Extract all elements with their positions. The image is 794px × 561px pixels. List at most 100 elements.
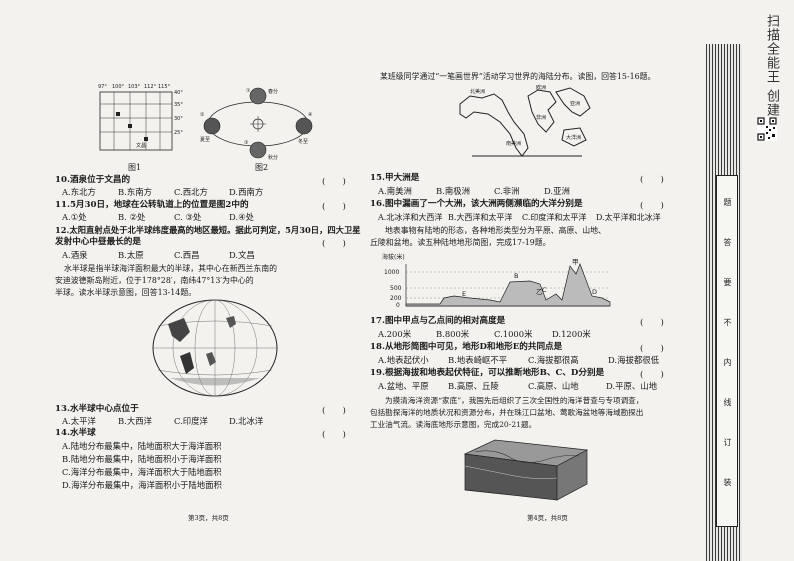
q11-option-a[interactable]: A.①处 xyxy=(62,212,87,222)
q17-option-d[interactable]: D.1200米 xyxy=(552,329,591,339)
intro-15: 某班级同学通过“一笔画世界”活动学习世界的海陆分布。读图，回答15-16题。 xyxy=(380,72,656,81)
q18-option-b[interactable]: B.地表崎岖不平 xyxy=(448,355,508,365)
q16-option-a[interactable]: A.北冰洋和大西洋 xyxy=(378,213,443,222)
q12-stem-line1: 12.太阳直射点处于北半球纬度最高的地区最短。据此可判定，5月30日，四大卫星 xyxy=(55,225,361,235)
q18-option-c[interactable]: C.海拔都很高 xyxy=(528,355,579,365)
q19-option-b[interactable]: B.高原、丘陵 xyxy=(448,381,499,391)
q15-option-d[interactable]: D.亚洲 xyxy=(544,186,570,196)
fig1-lon-0: 97° xyxy=(98,84,107,90)
q16-stem: 16.图中漏画了一个大洲，该大洲两侧濒临的大洋分别是 xyxy=(370,199,583,209)
q17-answer-paren[interactable]: ( ) xyxy=(640,318,664,328)
q15-option-a[interactable]: A.南美洲 xyxy=(378,186,412,196)
q12-option-b[interactable]: B.太原 xyxy=(118,250,144,260)
q17-option-a[interactable]: A.200米 xyxy=(378,329,412,339)
fig3-label-na: 北美洲 xyxy=(470,89,486,95)
q13-option-d[interactable]: D.北冰洋 xyxy=(229,416,264,426)
q10-option-b[interactable]: B.东南方 xyxy=(118,187,152,197)
q14-stem: 14.水半球 xyxy=(55,428,96,438)
figure-1-map xyxy=(99,91,173,151)
profile-label-yi: 乙 xyxy=(536,288,543,296)
fig1-place: 文昌 xyxy=(136,143,147,149)
q15-answer-paren[interactable]: ( ) xyxy=(640,175,664,185)
q15-option-b[interactable]: B.南极洲 xyxy=(436,186,470,196)
side-label-4: 内 xyxy=(723,358,732,380)
fig1-lon-3: 112° xyxy=(144,84,157,90)
one-stroke-world-map xyxy=(459,87,591,157)
fig2-num-4: ④ xyxy=(308,112,313,118)
q12-answer-paren[interactable]: ( ) xyxy=(322,239,346,249)
fig2-month-3: 秋分 xyxy=(268,155,279,161)
q14-option-c[interactable]: C.海洋分布最集中，海洋面积大于陆地面积 xyxy=(62,467,222,477)
q11-option-b[interactable]: B. ②处 xyxy=(118,212,146,222)
q12-option-a[interactable]: A.酒泉 xyxy=(62,250,88,260)
q14-option-d[interactable]: D.海洋分布最集中，海洋面积小于陆地面积 xyxy=(62,480,222,490)
figure-2-orbit xyxy=(203,87,313,159)
fig1-lon-1: 100° xyxy=(112,84,125,90)
fig2-num-1: ① xyxy=(246,88,251,94)
q13-answer-paren[interactable]: ( ) xyxy=(322,406,346,416)
side-label-2: 要 xyxy=(723,278,732,300)
seafloor-block-figure xyxy=(455,432,595,504)
q13-option-c[interactable]: C.印度洋 xyxy=(174,416,208,426)
q14-answer-paren[interactable]: ( ) xyxy=(322,430,346,440)
q19-option-a[interactable]: A.盆地、平原 xyxy=(378,381,429,391)
intro-17-line1: 地表事物有陆地的形态，各种地形类型分为平原、高原、山地、 xyxy=(385,226,606,235)
footer-left-page: 第3页，共8页 xyxy=(188,514,229,522)
q15-option-c[interactable]: C.非洲 xyxy=(494,186,520,196)
q11-stem: 11.5月30日，地球在公转轨道上的位置是图2中的 xyxy=(55,200,249,210)
profile-tick-200: 200 xyxy=(390,295,402,302)
fig2-num-2: ② xyxy=(200,112,205,118)
fig1-caption: 图1 xyxy=(128,163,142,172)
q17-option-b[interactable]: B.800米 xyxy=(436,329,470,339)
terrain-profile-chart xyxy=(405,263,611,307)
profile-tick-0: 0 xyxy=(396,302,400,309)
q14-option-b[interactable]: B.陆地分布最集中，陆地面积小于海洋面积 xyxy=(62,454,222,464)
q17-option-c[interactable]: C.1000米 xyxy=(494,329,533,339)
one-stroke-world-figure: 北美洲 南美洲 非洲 亚洲 欧洲 大洋洲 xyxy=(452,82,594,164)
q12-option-c[interactable]: C.西昌 xyxy=(174,250,200,260)
fig1-lat-1: 35° xyxy=(174,102,183,108)
fig2-month-4: 冬至 xyxy=(298,139,309,145)
fig3-label-af: 非洲 xyxy=(536,115,547,121)
intro-20-line3: 工业油气流。读海底地形示意图，完成20-21题。 xyxy=(370,420,537,429)
q19-option-d[interactable]: D.平原、山地 xyxy=(606,381,657,391)
figure-2: ① ② ③ ④ 春分 夏至 秋分 冬至 xyxy=(198,82,318,162)
q12-stem-line2: 发射中心中昼最长的是 xyxy=(55,237,141,247)
fig3-label-oc: 大洋洲 xyxy=(566,135,582,141)
q13-option-a[interactable]: A.太平洋 xyxy=(62,416,96,426)
intro-13-line1: 水半球是指半球海洋面积最大的半球，其中心在新西兰东南的 xyxy=(64,264,278,273)
q16-option-b[interactable]: B.大西洋和太平洋 xyxy=(448,213,513,222)
q11-option-d[interactable]: D.④处 xyxy=(229,212,254,222)
q11-answer-paren[interactable]: ( ) xyxy=(322,202,346,212)
profile-label-c: C xyxy=(542,286,547,294)
fig1-lat-0: 40° xyxy=(174,90,183,96)
fig2-num-3: ③ xyxy=(244,140,249,146)
q16-option-d[interactable]: D.太平洋和北冰洋 xyxy=(596,213,661,222)
q16-answer-paren[interactable]: ( ) xyxy=(640,201,664,211)
fig1-lon-2: 103° xyxy=(128,84,141,90)
q13-stem: 13.水半球中心点位于 xyxy=(55,404,139,414)
q10-option-d[interactable]: D.西南方 xyxy=(229,187,264,197)
q19-answer-paren[interactable]: ( ) xyxy=(640,370,664,380)
qr-code xyxy=(757,117,777,141)
q10-stem: 10.酒泉位于文昌的 xyxy=(55,175,131,185)
q10-option-a[interactable]: A.东北方 xyxy=(62,187,96,197)
q19-option-c[interactable]: C.高原、山地 xyxy=(528,381,579,391)
q18-stem: 18.从地形简图中可见，地形D和地形E的共同点是 xyxy=(370,342,563,352)
q18-answer-paren[interactable]: ( ) xyxy=(640,344,664,354)
profile-label-d: D xyxy=(592,288,598,296)
profile-label-b: B xyxy=(514,272,519,280)
seafloor-block-diagram xyxy=(463,439,589,501)
q18-option-d[interactable]: D.海拔都很低 xyxy=(608,355,659,365)
q11-option-c[interactable]: C. ③处 xyxy=(174,212,202,222)
side-label-3: 不 xyxy=(723,318,732,340)
q16-option-c[interactable]: C.印度洋和太平洋 xyxy=(522,213,587,222)
q13-option-b[interactable]: B.大西洋 xyxy=(118,416,152,426)
q10-option-c[interactable]: C.西北方 xyxy=(174,187,208,197)
q18-option-a[interactable]: A.地表起伏小 xyxy=(378,355,429,365)
figure-1: 97° 100° 103° 112° 115° 40° 35° 30° 25° … xyxy=(92,82,184,162)
fig3-label-eu: 欧洲 xyxy=(536,85,547,91)
q12-option-d[interactable]: D.文昌 xyxy=(229,250,255,260)
q14-option-a[interactable]: A.陆地分布最集中，陆地面积大于海洋面积 xyxy=(62,441,222,451)
q10-answer-paren[interactable]: ( ) xyxy=(322,177,346,187)
